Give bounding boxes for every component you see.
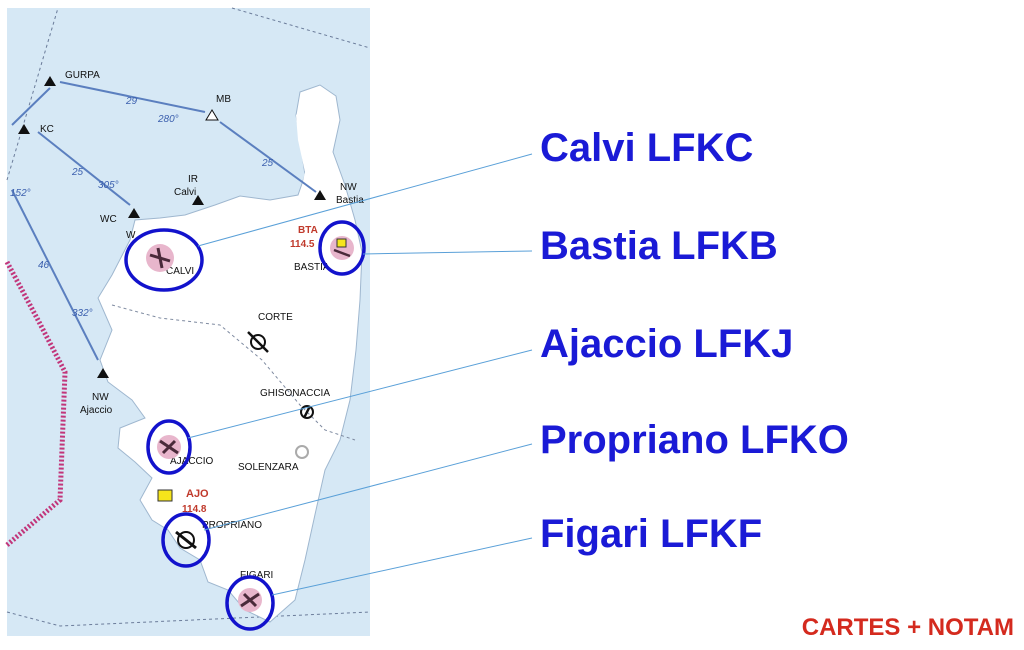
aerodrome-corte-icon [247,331,269,353]
route-mb-bastia-distance: 25 [261,158,274,169]
region-boundary [111,304,356,441]
highlight-figari [225,575,275,631]
route-gurpa-mb-course: 280° [157,114,179,125]
waypoint-wc-label: WC [100,214,117,225]
vor-ajaccio-frequency: 114.8 [182,504,207,515]
vor-ajaccio-ident: AJO [186,488,209,500]
place-ghisonaccia-label: GHISONACCIA [260,388,330,399]
waypoint-gurpa-label: GURPA [65,70,100,81]
vor-bastia-frequency: 114.5 [290,239,315,250]
waypoint-bastia-label: Bastia [336,195,364,206]
waypoint-mb-label: MB [216,94,231,105]
place-corte-label: CORTE [258,312,293,323]
route-kc-wc-distance: 25 [71,167,84,178]
waypoint-markers [18,76,326,378]
place-calvi-label: CALVI [166,266,194,277]
aerodrome-solenzara-icon [295,445,309,459]
callout-label-bastia: Bastia LFKB [540,224,778,268]
place-propriano-label: PROPRIANO [202,520,262,531]
route-west-course-reverse: 152° [10,188,31,199]
waypoint-nw-bastia-label: NW [340,182,357,193]
highlight-propriano [161,512,211,568]
callout-label-figari: Figari LFKF [540,512,763,556]
callout-label-ajaccio: Ajaccio LFKJ [540,322,794,366]
vor-bastia-ident: BTA [298,225,318,236]
place-ajaccio-label: AJACCIO [170,456,214,467]
waypoint-w-label: W [126,230,136,241]
waypoint-calvi-label: Calvi [174,187,196,198]
waypoint-ir-label: IR [188,174,198,185]
route-west-distance: 46 [38,260,50,271]
callout-label-propriano: Propriano LFKO [540,418,849,462]
place-solenzara-label: SOLENZARA [238,462,299,473]
callout-label-calvi: Calvi LFKC [540,126,754,170]
restricted-area-boundary [4,260,68,547]
footer-caption: CARTES + NOTAM [801,614,1014,641]
place-bastia-label: BASTIA [294,262,330,273]
airport-propriano-symbol [175,530,197,550]
aerodrome-ghisonaccia-icon [300,405,314,419]
highlight-bastia [318,220,366,276]
airport-ajaccio-symbol [157,435,181,459]
callout-leader-lines [187,153,533,596]
route-gurpa-mb-distance: 29 [125,96,138,107]
highlight-calvi [124,228,204,292]
route-kc-wc-course: 305° [98,180,119,191]
place-figari-label: FIGARI [240,570,273,581]
waypoint-ajaccio-label: Ajaccio [80,405,113,416]
waypoint-mb-marker [205,109,219,121]
cap-corse [296,96,334,195]
airways [11,81,317,361]
highlight-ajaccio [146,419,192,475]
route-west-course: 332° [72,308,93,319]
waypoint-nw-ajaccio-label: NW [92,392,109,403]
airport-figari-symbol [238,588,262,612]
airport-calvi-symbol [146,244,174,272]
airport-highlights [124,220,366,631]
waypoint-kc-label: KC [40,124,54,135]
airport-bastia-symbol [330,236,354,260]
fir-boundary-line [6,611,371,627]
vor-ajaccio-symbol [157,489,173,502]
